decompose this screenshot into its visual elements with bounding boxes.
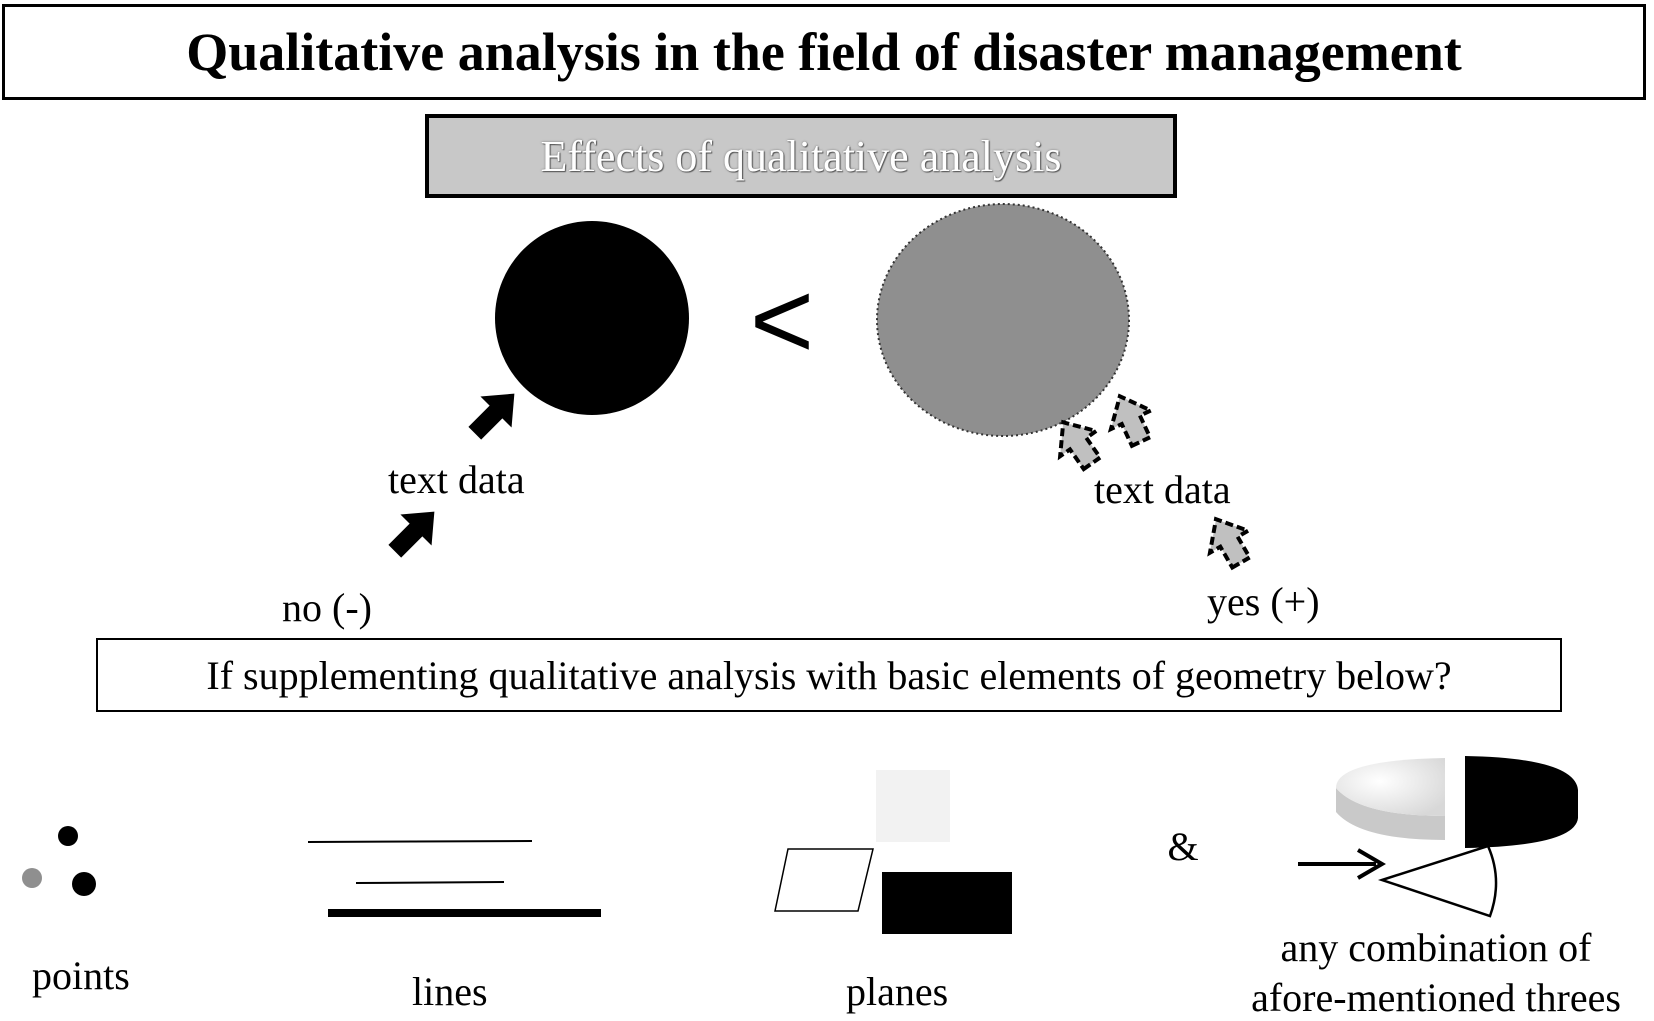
black-circle — [495, 221, 689, 415]
effects-label: Effects of qualitative analysis — [540, 131, 1062, 181]
point-black-bottom — [72, 872, 96, 896]
left-text-data-label: text data — [388, 457, 525, 502]
line-middle — [355, 881, 505, 884]
plane-parallelogram — [774, 848, 874, 912]
plane-black-rect — [882, 872, 1012, 934]
right-text-data-label: text data — [1094, 467, 1231, 512]
pointer-arrow-icon — [1298, 848, 1386, 880]
solid-arrow-icon — [468, 393, 515, 440]
point-gray — [22, 868, 42, 888]
gray-circle — [876, 203, 1130, 437]
ampersand: & — [1167, 824, 1198, 869]
combination-label-line1: any combination of — [1280, 925, 1592, 970]
planes-label: planes — [846, 969, 949, 1014]
right-answer-label: yes (+) — [1207, 579, 1320, 624]
solid-arrow-icon — [388, 511, 435, 558]
title-box: Qualitative analysis in the field of dis… — [2, 4, 1646, 100]
dashed-arrow-icon — [1057, 419, 1103, 472]
point-black-top — [58, 826, 78, 846]
lines-label: lines — [412, 969, 488, 1014]
dashed-arrow-icon — [1107, 393, 1156, 449]
comparison-symbol: < — [750, 259, 814, 382]
combination-label-line2: afore-mentioned threes — [1251, 975, 1621, 1020]
combination-pie — [1336, 756, 1578, 918]
question-box: If supplementing qualitative analysis wi… — [96, 638, 1562, 712]
effects-banner: Effects of qualitative analysis — [425, 114, 1177, 198]
plane-light-square — [876, 770, 950, 842]
left-answer-label: no (-) — [282, 585, 372, 630]
question-text: If supplementing qualitative analysis wi… — [206, 652, 1452, 698]
points-label: points — [32, 953, 130, 998]
diagram-title: Qualitative analysis in the field of dis… — [186, 22, 1462, 82]
line-top — [307, 840, 533, 843]
dashed-arrow-icon — [1207, 516, 1253, 571]
